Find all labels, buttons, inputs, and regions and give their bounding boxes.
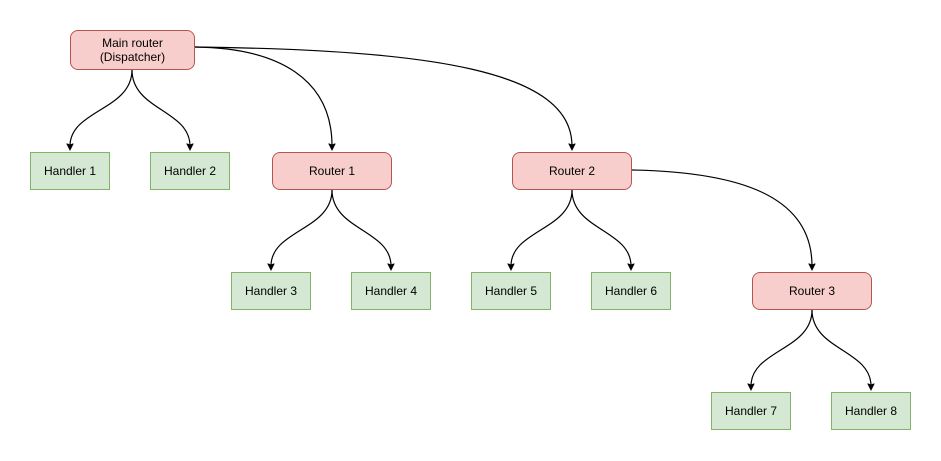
edge-main-router-to-handler-2	[131, 69, 190, 146]
edge-main-router-to-router-1	[194, 46, 332, 146]
node-label-router-1: Router 1	[308, 164, 356, 178]
node-label-handler-6: Handler 6	[604, 284, 658, 298]
node-handler-8[interactable]: Handler 8	[831, 392, 911, 430]
node-label-handler-8: Handler 8	[844, 404, 898, 418]
edge-router-2-to-handler-6	[571, 189, 631, 266]
node-label-handler-5: Handler 5	[484, 284, 538, 298]
node-handler-4[interactable]: Handler 4	[351, 272, 431, 310]
node-handler-7[interactable]: Handler 7	[711, 392, 791, 430]
node-label-handler-4: Handler 4	[364, 284, 418, 298]
node-label-handler-7: Handler 7	[724, 404, 778, 418]
edge-router-1-to-handler-3	[271, 189, 333, 266]
node-label-handler-1: Handler 1	[43, 164, 97, 178]
node-handler-1[interactable]: Handler 1	[30, 152, 110, 190]
edge-router-3-to-handler-8	[811, 309, 871, 386]
node-router-2[interactable]: Router 2	[512, 152, 632, 190]
node-handler-2[interactable]: Handler 2	[150, 152, 230, 190]
node-label-main-router: Main router (Dispatcher)	[99, 36, 166, 64]
edge-router-2-to-router-3	[631, 169, 812, 266]
node-handler-6[interactable]: Handler 6	[591, 272, 671, 310]
edge-main-router-to-handler-1	[70, 69, 133, 146]
edge-main-router-to-router-2	[194, 46, 572, 146]
edges-group	[70, 46, 871, 386]
node-label-handler-2: Handler 2	[163, 164, 217, 178]
node-main-router[interactable]: Main router (Dispatcher)	[70, 30, 195, 70]
node-router-3[interactable]: Router 3	[752, 272, 872, 310]
node-label-router-3: Router 3	[788, 284, 836, 298]
node-handler-3[interactable]: Handler 3	[231, 272, 311, 310]
edge-router-1-to-handler-4	[331, 189, 391, 266]
node-handler-5[interactable]: Handler 5	[471, 272, 551, 310]
node-label-router-2: Router 2	[548, 164, 596, 178]
edge-router-3-to-handler-7	[751, 309, 813, 386]
node-router-1[interactable]: Router 1	[272, 152, 392, 190]
node-label-handler-3: Handler 3	[244, 284, 298, 298]
edge-router-2-to-handler-5	[511, 189, 573, 266]
